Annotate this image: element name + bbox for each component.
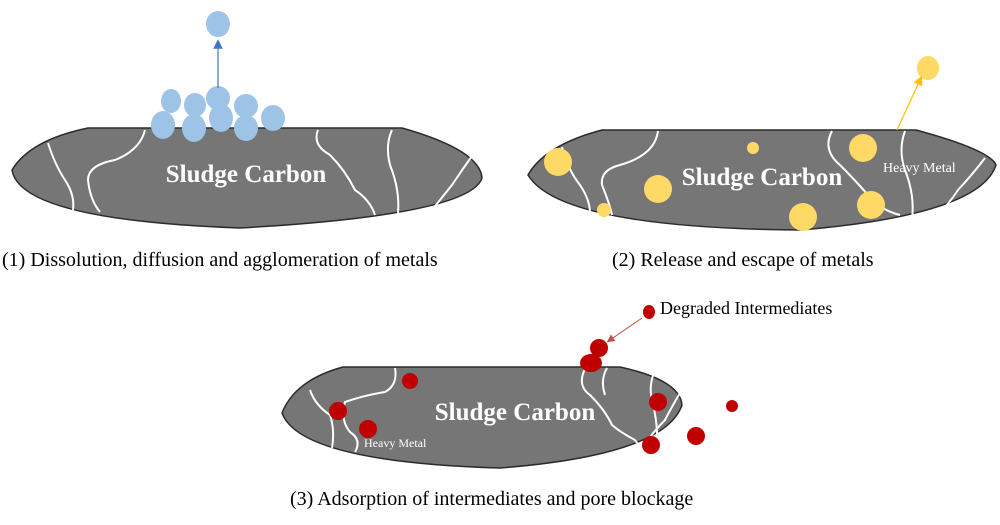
metal-particles [151, 11, 285, 142]
metal-particle [234, 115, 258, 141]
panel-2: Sludge Carbon Heavy Metal (2) Release an… [527, 56, 997, 271]
intermediate-particle [590, 339, 608, 357]
heavy-metal-label: Heavy Metal [883, 161, 956, 176]
intermediate-particle [687, 427, 705, 445]
panel-1: Sludge Carbon (1) Dissolution, diffusion… [2, 11, 483, 271]
metal-particle [544, 148, 572, 176]
heavy-metal-label: Heavy Metal [364, 436, 427, 450]
metal-particle [597, 203, 611, 217]
incoming-intermediate-particle [643, 305, 655, 319]
metal-particle [182, 114, 206, 142]
intermediate-particle [402, 373, 418, 389]
metal-particle [234, 94, 258, 118]
intermediate-particle [329, 402, 347, 420]
metal-particle [857, 191, 885, 219]
metal-particle [261, 105, 285, 131]
escaping-metal-particle [206, 11, 230, 37]
panel-3-caption: (3) Adsorption of intermediates and pore… [290, 488, 693, 510]
metal-particle [747, 142, 759, 154]
metal-particle [184, 93, 206, 117]
metal-particles [544, 56, 939, 231]
intermediate-particle [642, 436, 660, 454]
intermediate-particle [359, 420, 377, 438]
panel-3-title: Sludge Carbon [435, 399, 596, 426]
panel-2-title: Sludge Carbon [682, 164, 843, 191]
intermediate-particles [329, 305, 738, 454]
metal-particle [161, 89, 181, 113]
escaping-metal-particle [917, 56, 939, 80]
intermediate-particle [726, 400, 738, 412]
metal-particle [644, 175, 672, 203]
degraded-intermediates-label: Degraded Intermediates [660, 298, 832, 318]
metal-particle [849, 134, 877, 162]
escape-arrow [896, 75, 923, 131]
pore-cracks [47, 129, 473, 216]
panel-1-caption: (1) Dissolution, diffusion and agglomera… [2, 249, 438, 271]
panel-1-title: Sludge Carbon [166, 161, 327, 188]
adsorption-arrow [606, 317, 643, 343]
metal-particle [789, 203, 817, 231]
intermediate-particle [580, 354, 602, 372]
intermediate-particle [649, 393, 667, 411]
metal-particle [151, 111, 175, 139]
metal-particle [206, 86, 230, 110]
metal-particle [209, 104, 233, 132]
panel-3: Sludge Carbon Heavy Metal Degraded Inter… [281, 298, 832, 510]
panel-2-caption: (2) Release and escape of metals [612, 249, 874, 271]
